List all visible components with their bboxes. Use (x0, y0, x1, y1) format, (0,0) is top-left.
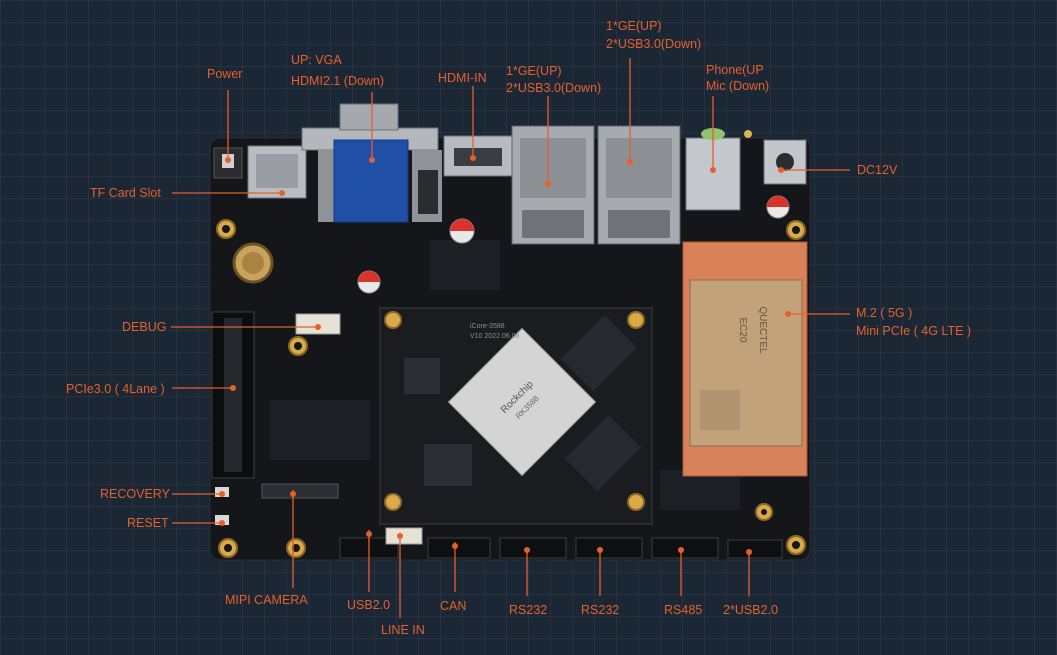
label-usb20-dual: 2*USB2.0 (723, 603, 778, 617)
label-recovery: RECOVERY (100, 487, 170, 501)
label-vga: UP: VGA (291, 53, 342, 67)
label-ge-right-up: 1*GE(UP) (606, 19, 662, 33)
label-hdmi-in: HDMI-IN (438, 71, 487, 85)
capacitors (357, 195, 790, 294)
label-reset: RESET (127, 516, 169, 530)
ram-chip (564, 414, 642, 492)
label-mini-pcie: Mini PCIe ( 4G LTE ) (856, 324, 972, 338)
som-rev-text: V10 2022.06.08 (470, 333, 520, 340)
pcb-traces (270, 240, 740, 510)
mipi-connector (261, 483, 339, 499)
emmc-chip (424, 444, 472, 486)
pmic-chip (404, 358, 440, 394)
label-hdmi-out: HDMI2.1 (Down) (291, 74, 385, 88)
label-line-in: LINE IN (381, 623, 425, 637)
label-ge-left-down: 2*USB3.0(Down) (506, 81, 602, 95)
bottom-headers (339, 527, 783, 559)
label-ge-right-down: 2*USB3.0(Down) (606, 37, 702, 51)
label-power: Power (207, 67, 243, 81)
som-name-text: iCore-3588 (470, 323, 505, 330)
module-brand-text: QUECTEL (757, 306, 768, 354)
label-can: CAN (440, 599, 467, 613)
ram-chip (560, 314, 638, 392)
label-rs485: RS485 (664, 603, 703, 617)
soc-chip (447, 327, 597, 477)
label-m2: M.2 ( 5G ) (856, 306, 913, 320)
label-mipi-camera: MIPI CAMERA (225, 593, 308, 607)
label-pcie: PCIe3.0 ( 4Lane ) (66, 382, 165, 396)
vga-connector (333, 139, 409, 223)
label-dc12v: DC12V (857, 163, 898, 177)
label-debug: DEBUG (122, 320, 167, 334)
label-mic: Mic (Down) (706, 79, 770, 93)
ethernet-usb-stack-right (597, 125, 681, 245)
label-phone: Phone(UP (706, 63, 764, 77)
label-tf-card-slot: TF Card Slot (90, 186, 161, 200)
dc-jack (763, 139, 807, 185)
leader-lines (171, 58, 850, 618)
ethernet-usb-stack-left (511, 125, 595, 245)
label-rs232-b: RS232 (581, 603, 620, 617)
label-usb20: USB2.0 (347, 598, 391, 612)
label-ge-left-up: 1*GE(UP) (506, 64, 562, 78)
label-rs232-a: RS232 (509, 603, 548, 617)
module-model-text: EC20 (737, 317, 748, 342)
leader-dots (219, 155, 791, 555)
